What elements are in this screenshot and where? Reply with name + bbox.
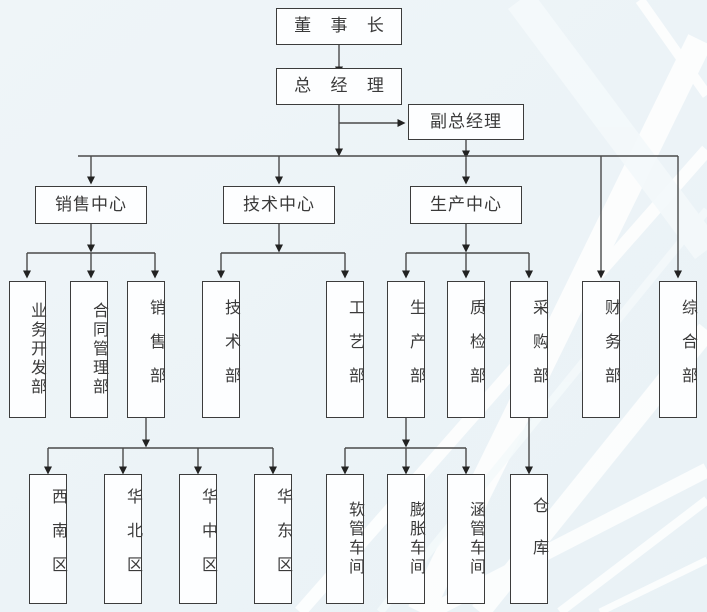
node-tech-dept[interactable]: 技术部: [202, 281, 241, 418]
node-craft-dept[interactable]: 工艺部: [326, 281, 365, 418]
node-expansion-workshop[interactable]: 膨胀车间: [387, 474, 426, 604]
node-central-china-region[interactable]: 华中区: [179, 474, 218, 604]
node-sales-dept[interactable]: 销售部: [127, 281, 166, 418]
node-tech-center[interactable]: 技术中心: [223, 186, 335, 224]
node-general-manager[interactable]: 总 经 理: [276, 68, 402, 105]
node-hose-workshop[interactable]: 软管车间: [326, 474, 365, 604]
node-quality-dept[interactable]: 质检部: [447, 281, 486, 418]
node-business-dev-dept[interactable]: 业务开发部: [9, 281, 47, 418]
node-southwest-region[interactable]: 西南区: [29, 474, 68, 604]
node-culvert-workshop[interactable]: 涵管车间: [447, 474, 486, 604]
node-contract-mgmt-dept[interactable]: 合同管理部: [70, 281, 109, 418]
node-finance-dept[interactable]: 财务部: [582, 281, 621, 418]
node-east-china-region[interactable]: 华东区: [254, 474, 293, 604]
node-warehouse[interactable]: 仓库: [510, 474, 549, 604]
node-sales-center[interactable]: 销售中心: [35, 186, 147, 224]
node-deputy-general-manager[interactable]: 副总经理: [408, 104, 524, 140]
node-general-affairs-dept[interactable]: 综合部: [659, 281, 698, 418]
node-chairman[interactable]: 董 事 长: [276, 8, 402, 45]
node-production-center[interactable]: 生产中心: [410, 186, 522, 224]
node-purchasing-dept[interactable]: 采购部: [510, 281, 549, 418]
node-production-dept[interactable]: 生产部: [387, 281, 426, 418]
node-north-china-region[interactable]: 华北区: [104, 474, 143, 604]
